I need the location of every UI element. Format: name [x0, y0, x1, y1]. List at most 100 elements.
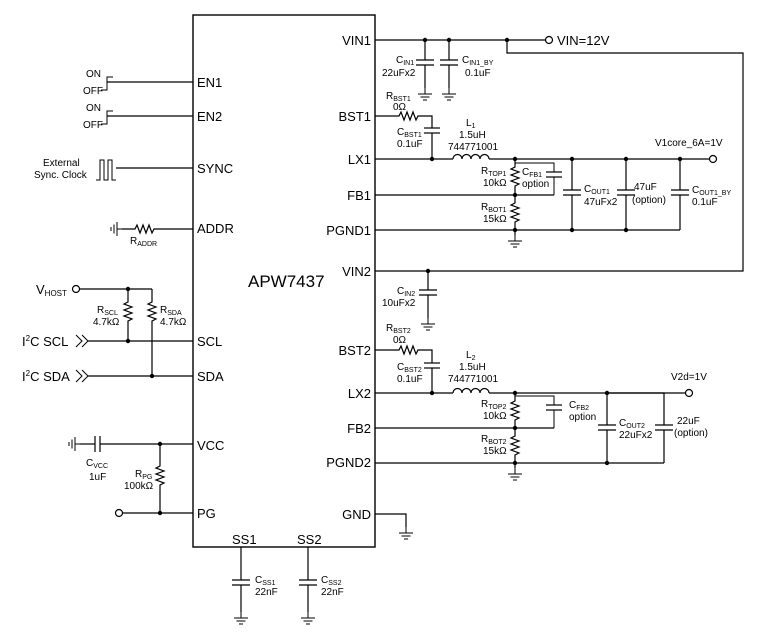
cfb1-label: CFB1	[522, 167, 542, 179]
v2d-label: V2d=1V	[671, 372, 707, 383]
raddr-label: RADDR	[130, 236, 157, 248]
pin-sync: SYNC	[197, 161, 233, 176]
cin2-value: 10uFx2	[382, 298, 416, 309]
en2-off-label: OFF	[83, 120, 103, 131]
vhost-net	[71, 284, 152, 294]
cvcc-label: CVCC	[86, 458, 108, 470]
rbot2-value: 15kΩ	[483, 446, 507, 457]
rpg-label: RPG	[135, 469, 152, 481]
fb2-net	[375, 425, 554, 431]
pin-addr: ADDR	[197, 221, 234, 236]
cin1-value: 22uFx2	[382, 68, 416, 79]
cvcc-capacitor	[68, 436, 193, 452]
cfb1-value: option	[522, 179, 549, 190]
cout1-by-value: 0.1uF	[692, 197, 718, 208]
cbst2-label: CBST2	[397, 362, 422, 374]
rbot1-resistor	[509, 195, 521, 230]
cin1-label: CIN1	[396, 55, 414, 67]
l1-part: 744771001	[448, 142, 498, 153]
fb1-net	[375, 192, 554, 198]
vin1-net	[375, 35, 744, 274]
cfb2-capacitor	[515, 395, 562, 428]
cin1-by-value: 0.1uF	[465, 68, 491, 79]
rsda-value: 4.7kΩ	[160, 317, 187, 328]
v1core-label: V1core_6A=1V	[655, 138, 723, 149]
l1-inductor	[375, 153, 718, 164]
pin-bst1: BST1	[338, 109, 371, 124]
pin-ss2: SS2	[297, 532, 322, 547]
pin-fb1: FB1	[347, 188, 371, 203]
gnd-net	[375, 513, 414, 540]
pin-lx2: LX2	[348, 386, 371, 401]
cout2-option-capacitor	[607, 392, 673, 463]
en1-off-label: OFF	[83, 86, 103, 97]
ext-sync-label-2: Sync. Clock	[34, 170, 88, 181]
cfb2-value: option	[569, 412, 596, 423]
sda-bus	[75, 369, 193, 383]
rtop2-label: RTOP2	[481, 399, 506, 411]
cbst2-value: 0.1uF	[397, 374, 423, 385]
cfb1-capacitor	[515, 162, 562, 195]
rtop1-resistor	[509, 159, 521, 195]
pin-ss1: SS1	[232, 532, 257, 547]
rbst2-label: RBST2	[386, 323, 411, 335]
l2-label: L2	[466, 350, 476, 362]
en1-switch-symbol	[101, 76, 193, 91]
rbot2-resistor	[509, 428, 521, 463]
rbst1-value: 0Ω	[393, 102, 407, 113]
pin-vin1: VIN1	[342, 33, 371, 48]
cout1-option-value: 47uF	[634, 182, 657, 193]
cout1-option-note: (option)	[632, 195, 666, 206]
rbot2-label: RBOT2	[481, 434, 507, 446]
l2-value: 1.5uH	[459, 362, 486, 373]
pgnd1-net	[375, 227, 680, 248]
raddr-resistor	[110, 221, 193, 237]
pin-gnd: GND	[342, 507, 371, 522]
i2c-scl-label: I2C SCL	[22, 334, 68, 349]
rsda-resistor	[146, 289, 158, 376]
rpg-resistor	[154, 444, 166, 513]
cout2-label: COUT2	[619, 418, 645, 430]
pin-en2: EN2	[197, 109, 222, 124]
cout2-option-value: 22uF	[677, 416, 700, 427]
l2-part: 744771001	[448, 374, 498, 385]
rbst2-resistor	[375, 344, 433, 363]
cout1-by-capacitor	[671, 159, 689, 230]
rbot1-value: 15kΩ	[483, 214, 507, 225]
rscl-label: RSCL	[97, 305, 118, 317]
css2-value: 22nF	[321, 587, 344, 598]
sync-clock-symbol	[96, 159, 193, 181]
en1-on-label: ON	[86, 69, 101, 80]
rbot1-label: RBOT1	[481, 202, 507, 214]
vin-label: VIN=12V	[557, 33, 610, 48]
pin-pgnd1: PGND1	[326, 223, 371, 238]
cbst1-label: CBST1	[397, 127, 422, 139]
cout1-label: COUT1	[584, 184, 610, 196]
pin-en1: EN1	[197, 75, 222, 90]
en2-switch-symbol	[101, 110, 193, 125]
css2-capacitor	[299, 547, 317, 625]
pin-lx1: LX1	[348, 152, 371, 167]
pin-pg: PG	[197, 506, 216, 521]
chip-body	[192, 14, 376, 548]
rsda-label: RSDA	[160, 305, 182, 317]
cin1-by-capacitor	[440, 40, 458, 101]
pin-fb2: FB2	[347, 421, 371, 436]
pin-bst2: BST2	[338, 343, 371, 358]
pin-sda: SDA	[197, 369, 224, 384]
cout1-capacitor	[563, 159, 581, 230]
cout2-value: 22uFx2	[619, 430, 653, 441]
cbst2-capacitor	[424, 362, 440, 396]
cout2-capacitor	[598, 393, 616, 463]
pin-pgnd2: PGND2	[326, 455, 371, 470]
rscl-resistor	[122, 289, 134, 341]
cin2-label: CIN2	[397, 286, 415, 298]
pin-vcc: VCC	[197, 438, 224, 453]
rbst1-resistor	[375, 110, 433, 128]
css1-value: 22nF	[255, 587, 278, 598]
vhost-label: VHOST	[36, 282, 67, 298]
pin-scl: SCL	[197, 334, 222, 349]
rbst1-label: RBST1	[386, 91, 411, 103]
en2-on-label: ON	[86, 103, 101, 114]
pgnd2-net	[375, 460, 664, 481]
